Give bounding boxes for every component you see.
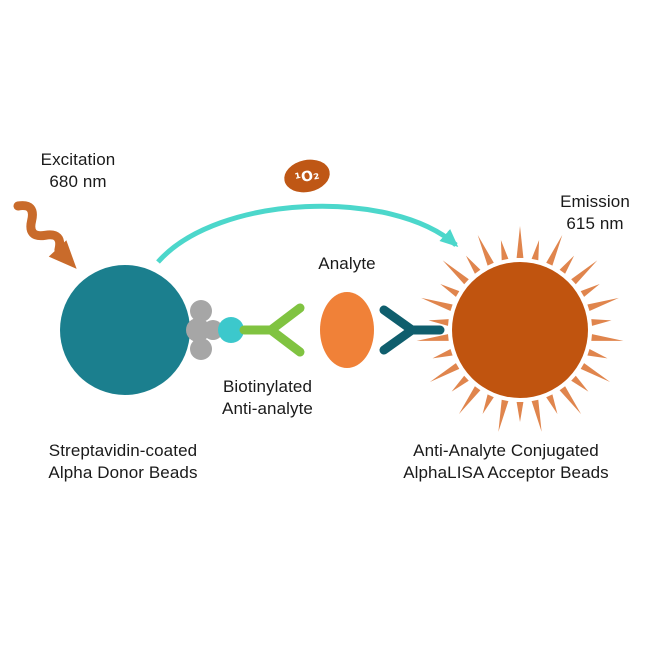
singlet-oxygen-badge: ¹O₂	[284, 159, 330, 193]
acceptor-ray	[428, 319, 449, 326]
acceptor-ray	[442, 260, 469, 285]
acceptor-ray	[440, 284, 460, 297]
donor-bead-label: Streptavidin-coated Alpha Donor Beads	[12, 440, 234, 484]
donor-line2: Alpha Donor Beads	[48, 463, 198, 482]
excitation-line2: 680 nm	[49, 172, 107, 191]
biotin-dot	[218, 317, 244, 343]
excitation-arrow-wave	[13, 201, 65, 255]
energy-transfer-arrow	[156, 203, 459, 264]
analyte-text: Analyte	[318, 254, 376, 273]
acceptor-ray	[571, 260, 598, 285]
biotinylated-antibody-label: Biotinylated Anti-analyte	[190, 376, 345, 420]
acceptor-ray	[591, 334, 624, 341]
singlet-oxygen-oval	[284, 159, 330, 193]
acceptor-bead	[452, 262, 588, 398]
acceptor-line1: Anti-Analyte Conjugated	[413, 441, 599, 460]
excitation-label: Excitation 680 nm	[17, 149, 139, 193]
acceptor-ray	[500, 240, 509, 261]
acceptor-ray	[559, 386, 582, 415]
acceptor-ray	[498, 399, 509, 432]
streptavidin-shape	[186, 300, 223, 360]
acceptor-ray	[587, 349, 608, 359]
excitation-arrowhead	[48, 240, 77, 269]
acceptor-line2: AlphaLISA Acceptor Beads	[403, 463, 609, 482]
acceptor-ray	[421, 297, 453, 311]
excitation-line1: Excitation	[40, 150, 116, 169]
acceptor-ray	[571, 375, 589, 392]
excitation-arrow	[13, 201, 77, 269]
acceptor-ray	[546, 394, 558, 414]
emission-line2: 615 nm	[566, 214, 624, 233]
acceptor-bead-label: Anti-Analyte Conjugated AlphaLISA Accept…	[384, 440, 628, 484]
acceptor-ray	[458, 386, 481, 415]
acceptor-ray	[591, 319, 612, 326]
acceptor-ray	[429, 363, 460, 382]
acceptor-ray	[482, 394, 494, 414]
emission-label: Emission 615 nm	[540, 191, 650, 235]
acceptor-ray	[531, 399, 542, 432]
antibody-line2: Anti-analyte	[222, 399, 313, 418]
acceptor-ray	[516, 402, 524, 422]
acceptor-ray	[546, 235, 563, 266]
acceptor-ray	[587, 297, 619, 311]
acceptor-ray	[451, 375, 469, 392]
acceptor-ray	[580, 284, 600, 297]
analyte-label: Analyte	[297, 253, 397, 275]
acceptor-ray	[416, 334, 449, 341]
acceptor-ray	[516, 226, 524, 258]
acceptor-ray	[465, 255, 481, 274]
singlet-oxygen-label: ¹O₂	[294, 167, 321, 188]
acceptor-ray	[531, 240, 540, 261]
emission-line1: Emission	[560, 192, 630, 211]
acceptor-ray	[580, 363, 611, 382]
acceptor-ray	[477, 235, 494, 266]
acceptor-ray	[559, 255, 575, 274]
acceptor-rays	[416, 226, 624, 432]
analyte-shape	[320, 292, 374, 368]
acceptor-antibody	[379, 305, 445, 355]
antibody-line1: Biotinylated	[222, 377, 313, 396]
acceptor-ray	[432, 349, 453, 359]
donor-bead	[60, 265, 190, 395]
biotinylated-antibody	[239, 303, 305, 357]
donor-line1: Streptavidin-coated	[48, 441, 198, 460]
